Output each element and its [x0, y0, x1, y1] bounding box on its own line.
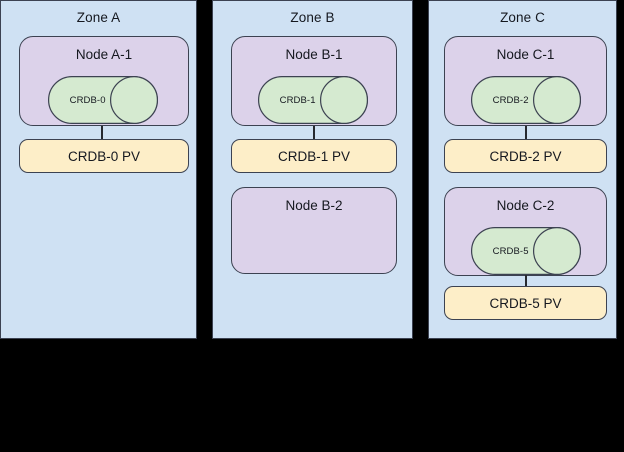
pv-label-crdb-1: CRDB-1 PV	[277, 148, 350, 164]
pv-label-crdb-2: CRDB-2 PV	[489, 148, 562, 164]
node-box-b-2: Node B-2	[231, 187, 397, 274]
database-cylinder-crdb-1: CRDB-1	[258, 76, 368, 124]
node-box-b-1: Node B-1 CRDB-1	[231, 36, 397, 126]
pv-label-crdb-0: CRDB-0 PV	[67, 148, 140, 164]
pv-box-crdb-5: CRDB-5 PV	[444, 286, 607, 320]
node-box-c-2: Node C-2 CRDB-5	[444, 187, 607, 276]
pv-box-crdb-1: CRDB-1 PV	[231, 139, 397, 173]
pv-label-crdb-5: CRDB-5 PV	[489, 295, 562, 311]
zone-title-b: Zone B	[290, 10, 335, 25]
connector-crdb-1	[313, 126, 315, 139]
node-label-c-2: Node C-2	[496, 198, 555, 213]
connector-crdb-2	[525, 126, 527, 139]
database-cylinder-crdb-2: CRDB-2	[471, 76, 581, 124]
node-label-b-2: Node B-2	[285, 198, 343, 213]
pv-box-crdb-0: CRDB-0 PV	[19, 139, 189, 173]
zone-panel-a: Zone A Node A-1 CRDB-0 CRDB-0 PV	[0, 0, 197, 339]
database-cylinder-crdb-0: CRDB-0	[48, 76, 158, 124]
connector-crdb-5	[525, 275, 527, 286]
connector-crdb-0	[101, 126, 103, 139]
node-box-c-1: Node C-1 CRDB-2	[444, 36, 607, 126]
zone-title-a: Zone A	[76, 10, 121, 25]
database-cylinder-crdb-5: CRDB-5	[471, 227, 581, 275]
node-label-b-1: Node B-1	[285, 47, 343, 62]
zone-panel-c: Zone C Node C-1 CRDB-2 CRDB-2 PV Node C-…	[428, 0, 617, 339]
node-box-a-1: Node A-1 CRDB-0	[19, 36, 189, 126]
zone-title-c: Zone C	[500, 10, 545, 25]
node-label-c-1: Node C-1	[496, 47, 555, 62]
pv-box-crdb-2: CRDB-2 PV	[444, 139, 607, 173]
node-label-a-1: Node A-1	[75, 47, 133, 62]
zone-panel-b: Zone B Node B-1 CRDB-1 CRDB-1 PV Node B-…	[212, 0, 413, 339]
